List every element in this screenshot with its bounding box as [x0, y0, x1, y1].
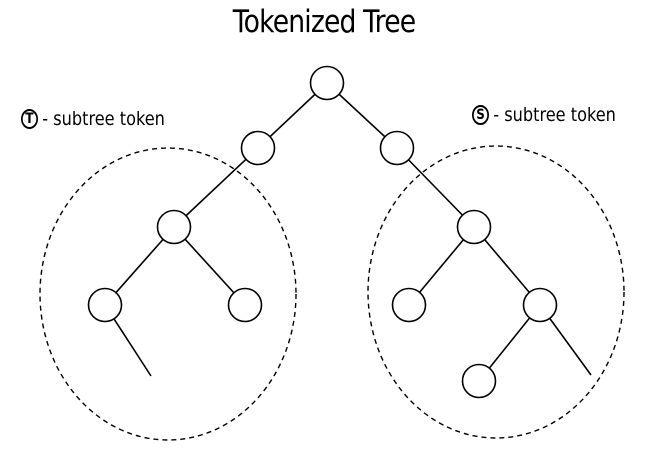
legend-t-subtree: T - subtree token: [21, 108, 165, 130]
t-subtree-boundary: [39, 147, 297, 441]
legend-s-subtree: S - subtree token: [472, 104, 616, 126]
edge-t-root-left: [104, 226, 175, 306]
tree-node-root: [309, 65, 345, 101]
tree-node-t-root: [156, 209, 192, 245]
edge-left-to-t-root: [173, 147, 259, 228]
tree-node-s-right: [522, 287, 558, 323]
tree-node-s-bottom: [461, 363, 497, 399]
edge-right-to-s-root: [396, 147, 475, 228]
edge-t-root-right: [173, 226, 246, 306]
tree-node-s-left: [391, 287, 427, 323]
s-subtree-boundary: [367, 145, 625, 439]
s-token-badge-icon: S: [472, 105, 489, 125]
tree-node-t-right: [227, 287, 263, 323]
tree-node-s-root: [456, 209, 492, 245]
tree-node-left: [240, 130, 276, 166]
tree-node-t-left: [87, 287, 123, 323]
diagram-title: Tokenized Tree: [232, 4, 416, 40]
t-token-badge-icon: T: [21, 109, 38, 129]
legend-t-label: - subtree token: [42, 108, 165, 130]
legend-s-label: - subtree token: [493, 104, 616, 126]
tree-node-right: [379, 130, 415, 166]
